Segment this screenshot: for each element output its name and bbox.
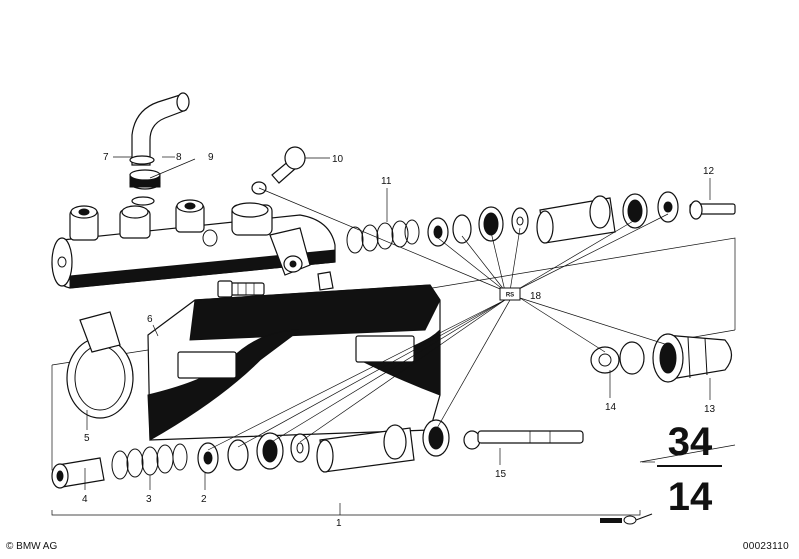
heat-shield bbox=[147, 284, 441, 441]
group-main-number: 34 bbox=[668, 420, 713, 464]
lower-inner-parts bbox=[51, 419, 584, 489]
callout-13: 13 bbox=[704, 404, 716, 415]
callout-4: 4 bbox=[82, 494, 88, 505]
bleed-screw bbox=[251, 146, 306, 195]
callout-8: 8 bbox=[176, 152, 182, 163]
hose-clamp bbox=[66, 311, 134, 419]
callout-2: 2 bbox=[201, 494, 207, 505]
tool-symbol bbox=[600, 513, 653, 525]
bolt bbox=[217, 271, 334, 298]
callout-5: 5 bbox=[84, 433, 90, 444]
callout-14: 14 bbox=[605, 402, 617, 413]
repair-set-badge-text: RS bbox=[506, 293, 514, 299]
callout-numbers: 7 8 9 10 11 12 18 6 5 14 13 15 4 3 2 1 bbox=[82, 152, 716, 529]
callout-12: 12 bbox=[703, 166, 715, 177]
callout-1: 1 bbox=[336, 518, 342, 529]
upper-inner-parts bbox=[346, 191, 736, 254]
rubber-boot bbox=[590, 333, 733, 383]
callout-10: 10 bbox=[332, 154, 344, 165]
group-sub-number: 14 bbox=[668, 475, 713, 519]
callout-15: 15 bbox=[495, 469, 507, 480]
group-number: 34 14 bbox=[657, 420, 722, 519]
repair-set-badge: RS bbox=[499, 287, 521, 301]
leader-lines bbox=[51, 156, 711, 516]
master-cylinder-housing bbox=[51, 199, 336, 289]
hose-fitting bbox=[129, 92, 190, 206]
callout-3: 3 bbox=[146, 494, 152, 505]
callout-6: 6 bbox=[147, 314, 153, 325]
callout-9: 9 bbox=[208, 152, 214, 163]
reference-number: 00023110 bbox=[742, 541, 789, 552]
callout-7: 7 bbox=[103, 152, 109, 163]
callout-18: 18 bbox=[530, 291, 542, 302]
copyright-text: © BMW AG bbox=[6, 541, 58, 552]
callout-11: 11 bbox=[381, 176, 392, 187]
